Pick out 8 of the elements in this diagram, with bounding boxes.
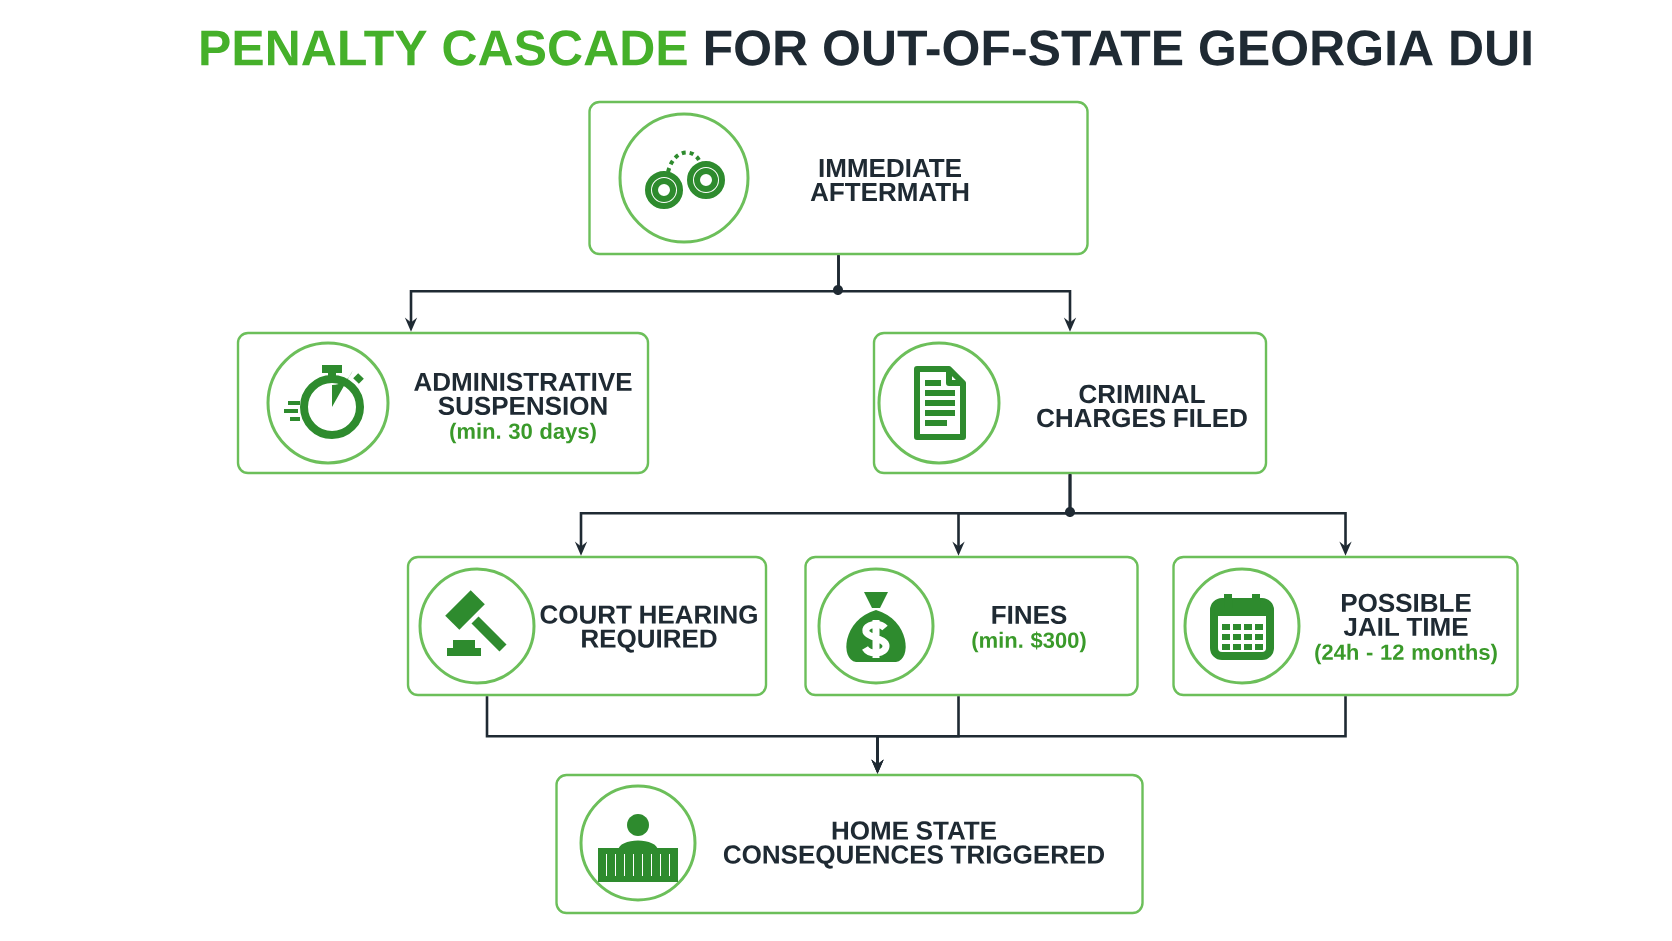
process-box: ADMINISTRATIVE SUSPENSION (min. 30 days) (236, 331, 650, 475)
process-box: COURT HEARING REQUIRED (406, 555, 768, 697)
process-box: IMMEDIATE AFTERMATH (588, 100, 1089, 256)
process-box: HOME STATE CONSEQUENCES TRIGGERED (555, 773, 1144, 915)
process-box: CRIMINAL CHARGES FILED (872, 331, 1268, 475)
process-box: FINES (min. $300) (804, 555, 1139, 697)
process-box: POSSIBLE JAIL TIME (24h - 12 months) (1172, 555, 1519, 697)
title: PENALTY CASCADE FOR OUT-OF-STATE GEORGIA DUI (201, 30, 1531, 66)
